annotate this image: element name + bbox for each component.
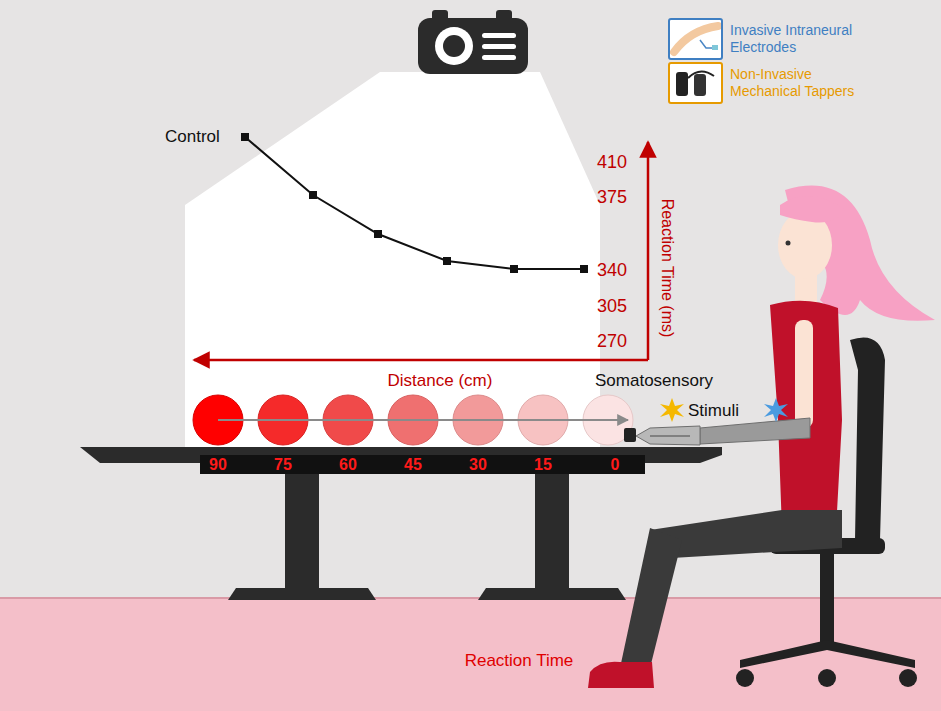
motion-arrow bbox=[218, 419, 628, 421]
chair-wheel bbox=[736, 669, 754, 687]
shoe bbox=[588, 662, 654, 688]
y-axis bbox=[647, 142, 650, 360]
stimulus-star bbox=[764, 398, 788, 422]
arm-sketch bbox=[674, 26, 718, 52]
floor-edge bbox=[0, 597, 941, 599]
electrode-wire bbox=[700, 40, 714, 48]
icon-ground bbox=[670, 64, 721, 102]
electrode-icon bbox=[670, 20, 721, 58]
curve-line bbox=[245, 137, 584, 269]
distance-value: 15 bbox=[534, 456, 552, 474]
series-label: Control bbox=[165, 127, 220, 147]
projector-lens bbox=[435, 27, 473, 65]
measure-label: Reaction Time bbox=[465, 651, 574, 671]
tick-label: 270 bbox=[597, 331, 627, 352]
axis-title: Reaction Time (ms) bbox=[658, 199, 676, 338]
stimulus-label: Stimuli bbox=[688, 401, 739, 421]
method-key: Invasive Intraneural Electrodes bbox=[668, 18, 886, 60]
shin bbox=[620, 528, 682, 668]
upper-arm bbox=[795, 320, 813, 428]
data-marker bbox=[241, 133, 249, 141]
stimulus-star bbox=[660, 398, 684, 422]
tick-label: 410 bbox=[597, 152, 627, 173]
method-name: Invasive Intraneural Electrodes bbox=[730, 22, 886, 56]
distance-value: 75 bbox=[274, 456, 292, 474]
projector-body bbox=[418, 18, 528, 74]
chair-wheel bbox=[899, 669, 917, 687]
hair-fringe bbox=[780, 196, 845, 222]
distance-value: 60 bbox=[339, 456, 357, 474]
tapper-icon bbox=[670, 64, 721, 102]
method-key: Non-Invasive Mechanical Tappers bbox=[668, 62, 886, 104]
distance-circles bbox=[193, 395, 633, 445]
axis-title: Distance (cm) bbox=[388, 371, 493, 391]
data-marker bbox=[510, 265, 518, 273]
person bbox=[588, 186, 935, 688]
table-foot bbox=[478, 588, 626, 600]
distance-value: 0 bbox=[611, 456, 620, 474]
projector bbox=[418, 10, 528, 74]
prosthetic-forearm bbox=[700, 418, 810, 444]
chair-wheel bbox=[818, 669, 836, 687]
table-leg bbox=[535, 474, 569, 588]
electrode bbox=[712, 45, 718, 50]
icon-ground bbox=[670, 20, 721, 58]
tick-label: 340 bbox=[597, 260, 627, 281]
stimulus-label: Somatosensory bbox=[595, 371, 713, 391]
torso bbox=[770, 301, 842, 530]
distance-value: 45 bbox=[404, 456, 422, 474]
table-foot bbox=[228, 588, 376, 600]
floor bbox=[0, 598, 941, 711]
chair-post bbox=[820, 554, 834, 644]
eye bbox=[786, 241, 791, 246]
method-name: Non-Invasive Mechanical Tappers bbox=[730, 66, 886, 100]
prosthetic-hand bbox=[636, 426, 700, 445]
x-axis bbox=[194, 359, 648, 362]
tick-label: 305 bbox=[597, 296, 627, 317]
icon-frame bbox=[668, 18, 723, 60]
distance-band bbox=[200, 455, 645, 474]
table bbox=[80, 447, 722, 600]
projector-vent bbox=[482, 44, 516, 49]
distance-value: 90 bbox=[209, 456, 227, 474]
projector-lens bbox=[443, 35, 465, 57]
data-marker bbox=[443, 257, 451, 265]
distance-value: 30 bbox=[469, 456, 487, 474]
projector-vent bbox=[482, 55, 516, 60]
chair-base bbox=[740, 640, 915, 668]
chair-back bbox=[850, 338, 885, 541]
data-marker bbox=[309, 191, 317, 199]
projection-screen bbox=[185, 72, 600, 447]
icon-frame bbox=[668, 62, 723, 104]
reaction-curve bbox=[241, 133, 588, 273]
table-leg bbox=[285, 474, 319, 588]
tapper-body bbox=[676, 72, 688, 96]
tapper-cable bbox=[688, 71, 714, 78]
tapper-device bbox=[624, 428, 636, 442]
data-marker bbox=[374, 230, 382, 238]
projector-vent bbox=[482, 33, 516, 38]
tapper-body bbox=[694, 74, 706, 96]
finger-line bbox=[650, 435, 690, 437]
data-marker bbox=[580, 265, 588, 273]
tick-label: 375 bbox=[597, 187, 627, 208]
